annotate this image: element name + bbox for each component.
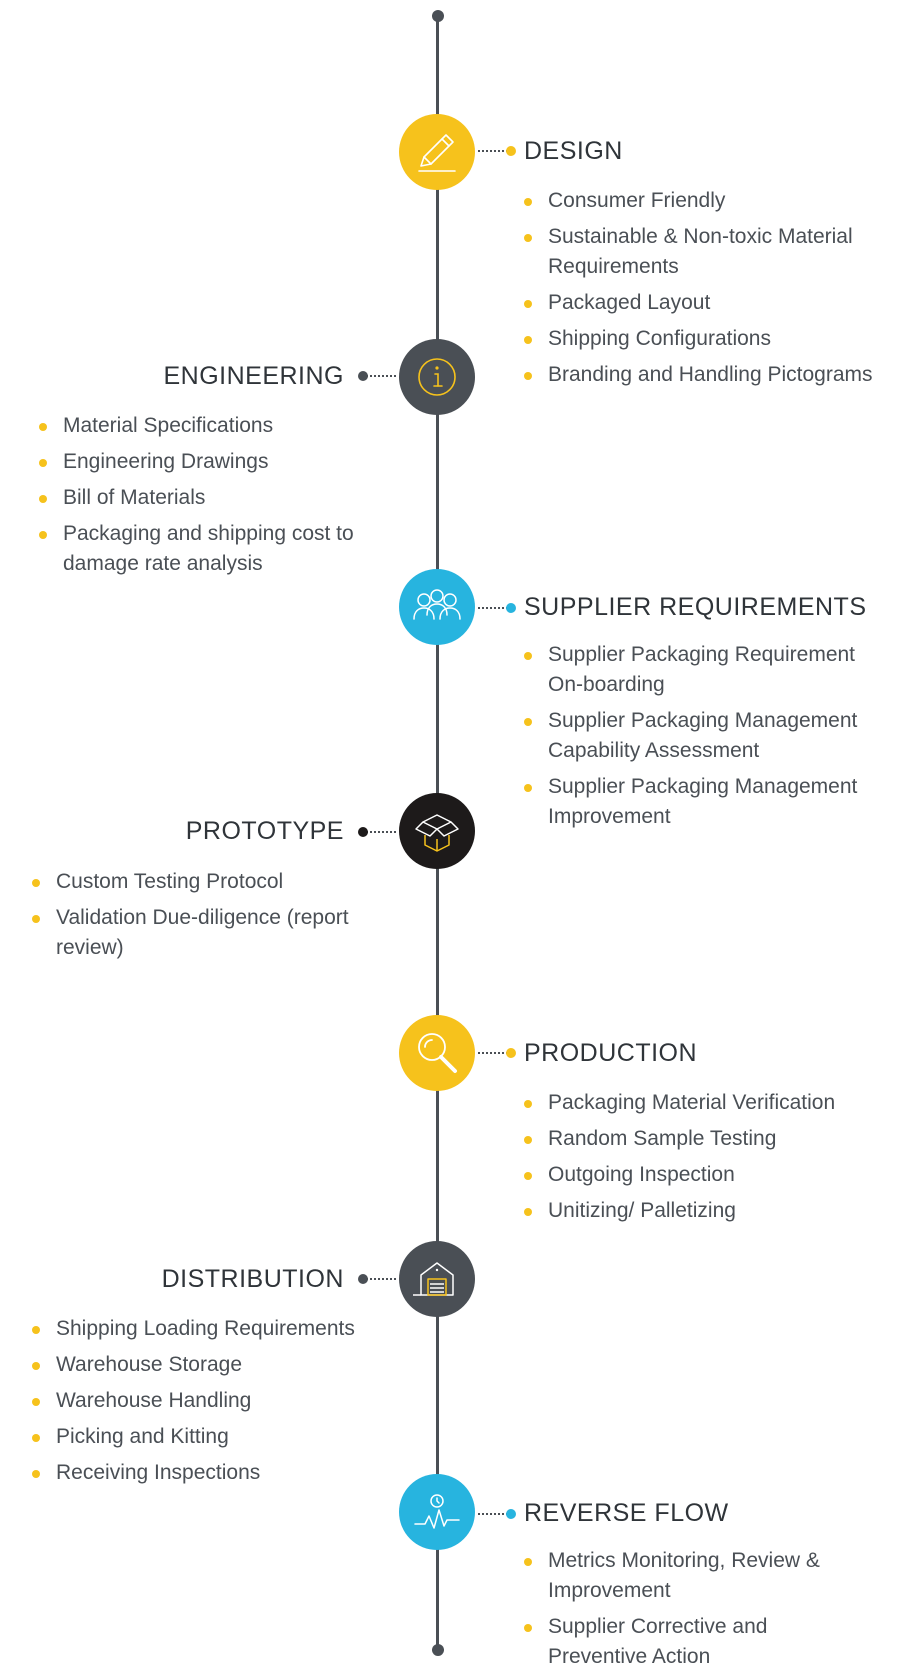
stage-prototype-title: PROTOTYPE bbox=[185, 817, 344, 845]
stage-production-title: PRODUCTION bbox=[524, 1039, 698, 1067]
stage-design-list: Consumer Friendly Sustainable & Non-toxi… bbox=[524, 186, 884, 396]
stage-production-connector bbox=[478, 1052, 508, 1054]
list-item: Shipping Loading Requirements bbox=[32, 1314, 359, 1344]
stage-engineering-title: ENGINEERING bbox=[163, 362, 344, 390]
warehouse-icon bbox=[413, 1262, 454, 1296]
stage-supplier-requirements-node bbox=[399, 569, 475, 645]
stage-distribution-connector-dot bbox=[358, 1274, 368, 1284]
timeline-start-dot bbox=[432, 10, 444, 22]
stage-reverse-flow-connector-dot bbox=[506, 1509, 516, 1519]
stage-production-node bbox=[399, 1015, 475, 1091]
stage-supplier-requirements-title: SUPPLIER REQUIREMENTS bbox=[524, 593, 867, 621]
people-group-icon bbox=[413, 589, 461, 620]
stage-supplier-requirements-list: Supplier Packaging Requirement On-boardi… bbox=[524, 640, 888, 838]
list-item: Packaging Material Verification bbox=[524, 1088, 888, 1118]
list-item: Validation Due-diligence (report review) bbox=[32, 903, 359, 963]
stage-design-title: DESIGN bbox=[524, 137, 623, 165]
stage-engineering-list: Material Specifications Engineering Draw… bbox=[39, 411, 359, 585]
stage-prototype-list: Custom Testing Protocol Validation Due-d… bbox=[32, 867, 359, 969]
info-icon bbox=[418, 358, 456, 396]
list-item: Supplier Corrective and Preventive Actio… bbox=[524, 1612, 864, 1672]
list-item: Unitizing/ Palletizing bbox=[524, 1196, 888, 1226]
list-item: Supplier Packaging Requirement On-boardi… bbox=[524, 640, 888, 700]
list-item: Receiving Inspections bbox=[32, 1458, 359, 1488]
stage-supplier-requirements-connector bbox=[478, 607, 508, 609]
stage-reverse-flow-node bbox=[399, 1474, 475, 1550]
timeline-end-dot bbox=[432, 1644, 444, 1656]
stage-reverse-flow-connector bbox=[478, 1513, 508, 1515]
magnifier-icon bbox=[418, 1033, 457, 1073]
stage-supplier-requirements-connector-dot bbox=[506, 603, 516, 613]
stage-distribution-connector bbox=[366, 1278, 396, 1280]
stage-distribution-list: Shipping Loading Requirements Warehouse … bbox=[32, 1314, 359, 1494]
stage-prototype-connector bbox=[366, 831, 396, 833]
stage-distribution-node bbox=[399, 1241, 475, 1317]
stage-design-connector bbox=[478, 150, 508, 152]
stage-design-connector-dot bbox=[506, 146, 516, 156]
list-item: Consumer Friendly bbox=[524, 186, 884, 216]
box-icon bbox=[415, 814, 459, 852]
list-item: Sustainable & Non-toxic Material Require… bbox=[524, 222, 884, 282]
stage-design-node bbox=[399, 114, 475, 190]
list-item: Supplier Packaging Management Improvemen… bbox=[524, 772, 888, 832]
list-item: Metrics Monitoring, Review & Improvement bbox=[524, 1546, 864, 1606]
stage-reverse-flow-title: REVERSE FLOW bbox=[524, 1499, 729, 1527]
list-item: Branding and Handling Pictograms bbox=[524, 360, 884, 390]
stage-engineering-node bbox=[399, 339, 475, 415]
list-item: Bill of Materials bbox=[39, 483, 359, 513]
pencil-icon bbox=[418, 134, 456, 172]
stage-engineering-connector-dot bbox=[358, 371, 368, 381]
list-item: Engineering Drawings bbox=[39, 447, 359, 477]
pulse-monitor-icon bbox=[414, 1494, 460, 1529]
list-item: Outgoing Inspection bbox=[524, 1160, 888, 1190]
list-item: Packaging and shipping cost to damage ra… bbox=[39, 519, 359, 579]
stage-reverse-flow-list: Metrics Monitoring, Review & Improvement… bbox=[524, 1546, 864, 1678]
stage-engineering-connector bbox=[366, 375, 396, 377]
list-item: Supplier Packaging Management Capability… bbox=[524, 706, 888, 766]
list-item: Warehouse Handling bbox=[32, 1386, 359, 1416]
stage-distribution-title: DISTRIBUTION bbox=[161, 1265, 344, 1293]
list-item: Packaged Layout bbox=[524, 288, 884, 318]
list-item: Warehouse Storage bbox=[32, 1350, 359, 1380]
list-item: Material Specifications bbox=[39, 411, 359, 441]
list-item: Shipping Configurations bbox=[524, 324, 884, 354]
stage-prototype-node bbox=[399, 793, 475, 869]
list-item: Random Sample Testing bbox=[524, 1124, 888, 1154]
list-item: Picking and Kitting bbox=[32, 1422, 359, 1452]
stage-prototype-connector-dot bbox=[358, 827, 368, 837]
stage-production-connector-dot bbox=[506, 1048, 516, 1058]
stage-production-list: Packaging Material Verification Random S… bbox=[524, 1088, 888, 1232]
list-item: Custom Testing Protocol bbox=[32, 867, 359, 897]
